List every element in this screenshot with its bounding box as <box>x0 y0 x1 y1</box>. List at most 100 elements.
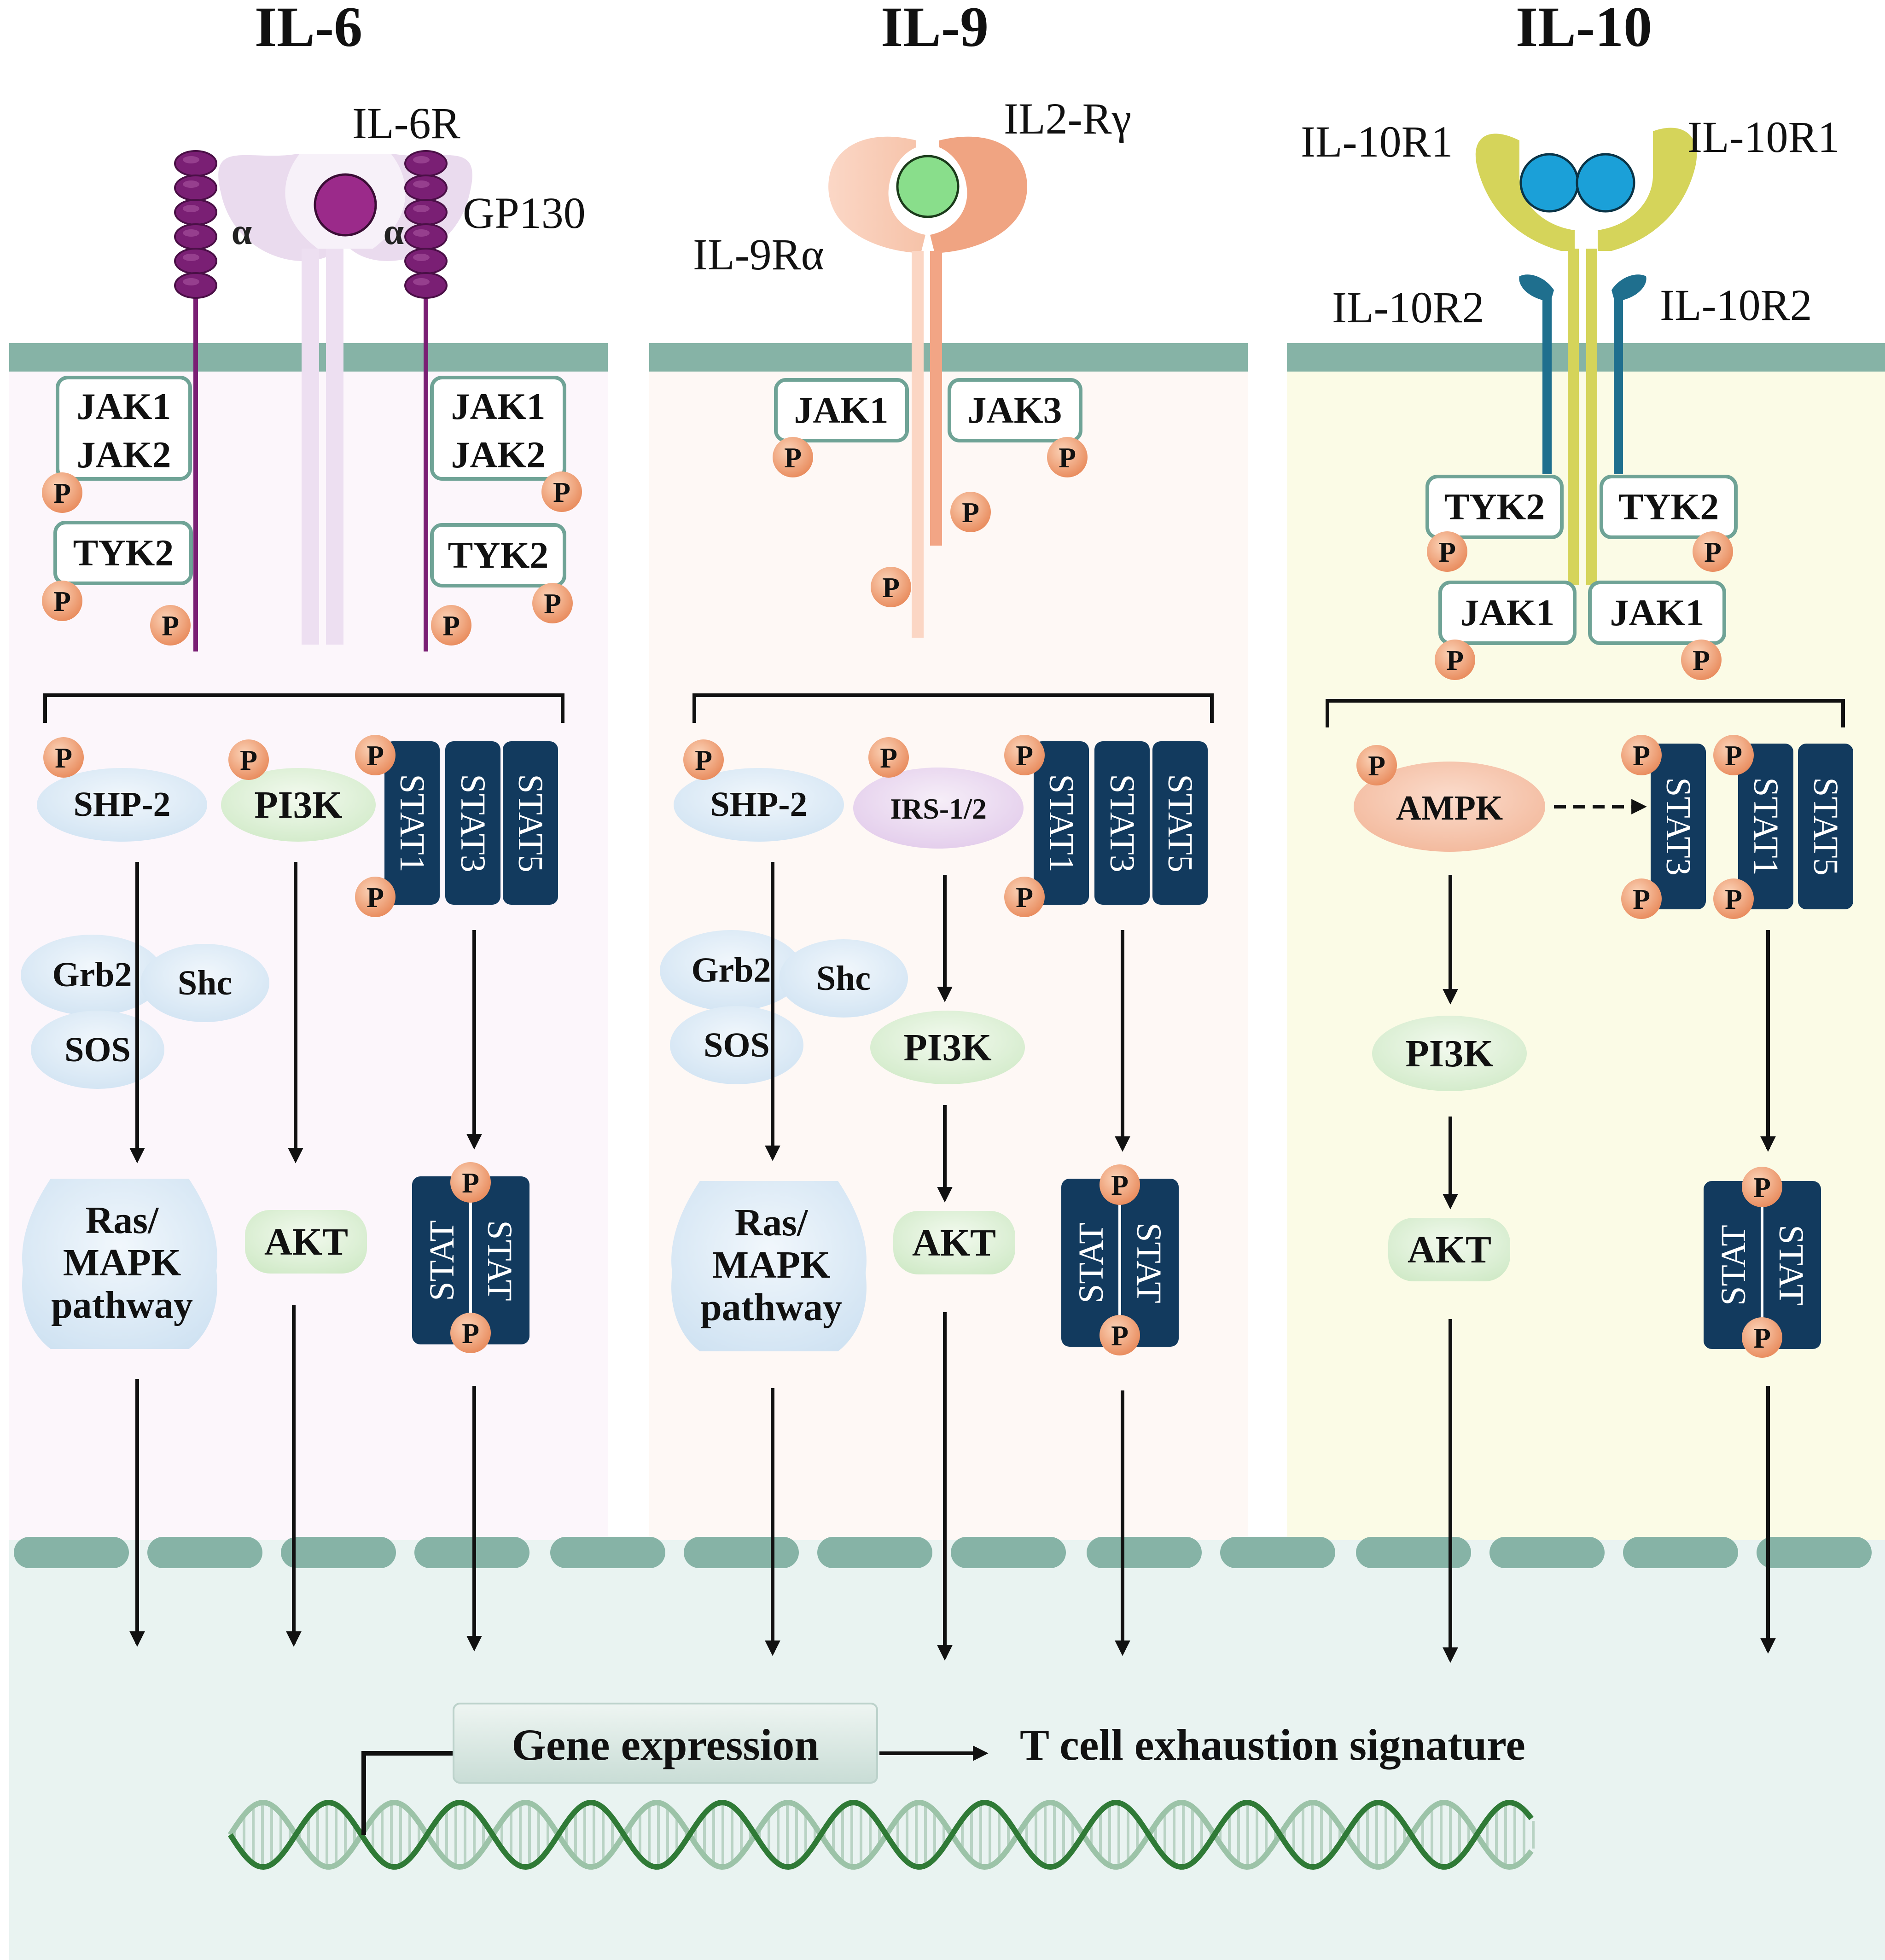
il6-akt <box>245 1210 367 1274</box>
il6-ras-mapk-shape <box>22 1179 217 1349</box>
il6-shp2 <box>37 768 207 842</box>
il10r2-label-left: IL-10R2 <box>1332 283 1484 332</box>
il9ra-stalk <box>912 251 924 638</box>
il9-shp2 <box>674 768 844 842</box>
phospho-marker <box>1004 877 1045 917</box>
il9-ras-line2: MAPK <box>712 1244 831 1286</box>
il10-tyk2-box-left <box>1425 475 1564 539</box>
gene-expression-box <box>453 1703 878 1784</box>
il10-ligand-left <box>1519 153 1579 213</box>
phospho-label: P <box>53 478 71 509</box>
phospho-label: P <box>53 586 71 617</box>
phospho-label: P <box>1016 882 1033 913</box>
alpha-label-left: α <box>232 212 252 252</box>
il6-ras-line2: MAPK <box>63 1241 181 1284</box>
phospho-marker <box>1356 745 1397 785</box>
il10-ampk <box>1354 762 1545 852</box>
phospho-label: P <box>1446 645 1464 676</box>
phospho-label: P <box>442 611 460 642</box>
phospho-label: P <box>1016 740 1033 772</box>
phospho-label: P <box>1633 740 1650 772</box>
il9-ras-line3: pathway <box>700 1286 842 1329</box>
il6-jak1-right: JAK1 <box>451 385 546 427</box>
nuclear-pore-segment <box>550 1537 665 1568</box>
gp130-label: GP130 <box>463 188 586 238</box>
phospho-label: P <box>1753 1172 1771 1204</box>
nuclear-pore-segment <box>1087 1537 1202 1568</box>
gene-expression-label: Gene expression <box>512 1720 819 1769</box>
il10-stat3-box <box>1651 744 1706 909</box>
il6-tyk2-box-right <box>430 523 566 587</box>
il6-stat1-box <box>384 741 440 905</box>
il6-jak1-left: JAK1 <box>77 385 171 427</box>
il2rg-stalk <box>930 251 942 546</box>
il6-stat3-box <box>445 741 500 905</box>
il9-shc-label: Shc <box>816 959 871 998</box>
gp130-domains-right <box>404 150 448 299</box>
phospho-marker <box>1713 878 1754 919</box>
phospho-marker <box>871 567 911 607</box>
nuclear-pore-segment <box>147 1537 262 1568</box>
phospho-marker <box>150 605 191 646</box>
nuclear-pore-segment <box>1489 1537 1605 1568</box>
il6-ras-line1: Ras/ <box>86 1199 159 1242</box>
nuclear-pore-segment <box>1356 1537 1471 1568</box>
phospho-label: P <box>367 882 384 913</box>
phospho-label: P <box>1704 537 1722 568</box>
phospho-label: P <box>784 442 802 474</box>
il9-irs-label: IRS-1/2 <box>890 792 987 825</box>
il9-jak3-box <box>948 378 1082 442</box>
il10r2-head-left <box>1519 274 1554 302</box>
il6-dimer-stat-right: STAT <box>480 1220 519 1301</box>
il6-shc-label: Shc <box>178 964 232 1002</box>
il6-jak2-right: JAK2 <box>451 434 546 476</box>
il6-grb2 <box>21 935 163 1016</box>
phospho-marker <box>1100 1315 1140 1355</box>
il10-pi3k-label: PI3K <box>1405 1032 1493 1075</box>
phospho-label: P <box>1633 884 1650 915</box>
phospho-label: P <box>1725 740 1742 772</box>
phospho-label: P <box>162 611 179 642</box>
il6-akt-label: AKT <box>264 1221 348 1263</box>
il6-stat1-label: STAT1 <box>393 774 431 872</box>
t-cell-exhaustion-label: T cell exhaustion signature <box>1020 1720 1525 1769</box>
il9-akt-label: AKT <box>912 1221 996 1264</box>
phospho-label: P <box>367 740 384 772</box>
phospho-marker <box>1004 735 1045 775</box>
il10-akt <box>1388 1218 1510 1281</box>
phospho-marker <box>1681 640 1722 680</box>
phospho-marker <box>683 739 724 780</box>
phospho-marker <box>355 877 396 917</box>
il6-bracket <box>43 693 564 723</box>
dna-strand-front <box>227 1799 1534 1870</box>
phospho-marker <box>1621 878 1662 919</box>
phospho-label: P <box>1725 884 1742 915</box>
phospho-marker <box>1742 1167 1782 1207</box>
phospho-label: P <box>462 1168 479 1199</box>
il10r1-label-left: IL-10R1 <box>1301 117 1453 166</box>
il6r-label: IL-6R <box>352 99 460 148</box>
il6-stat5-label: STAT5 <box>511 774 550 872</box>
il6-tyk2-right: TYK2 <box>448 534 549 576</box>
pathway-arrows <box>129 862 1776 1663</box>
il6-pi3k <box>221 768 376 842</box>
il9-jak1-box <box>774 378 909 442</box>
il6-receptor-complex: α α <box>174 150 472 651</box>
il9-jak3: JAK3 <box>968 389 1062 431</box>
il10r1-stalk-right <box>1586 249 1597 585</box>
il9-membrane <box>649 343 1248 372</box>
dna-helix <box>227 1799 1535 1870</box>
phospho-marker <box>1100 1164 1140 1205</box>
il9-sos-label: SOS <box>704 1026 770 1064</box>
il10r2-stalk-left <box>1542 297 1552 474</box>
phospho-label: P <box>462 1318 479 1349</box>
phospho-marker <box>1047 437 1088 477</box>
phospho-label: P <box>544 588 561 620</box>
phospho-marker <box>1621 735 1662 775</box>
il10r2-head-right <box>1612 274 1646 302</box>
il6-stat3-label: STAT3 <box>454 774 492 872</box>
il9-shc <box>779 939 908 1018</box>
nuclear-pore-segment <box>951 1537 1066 1568</box>
il6-shc <box>140 944 269 1022</box>
il9-pi3k-label: PI3K <box>903 1026 991 1069</box>
